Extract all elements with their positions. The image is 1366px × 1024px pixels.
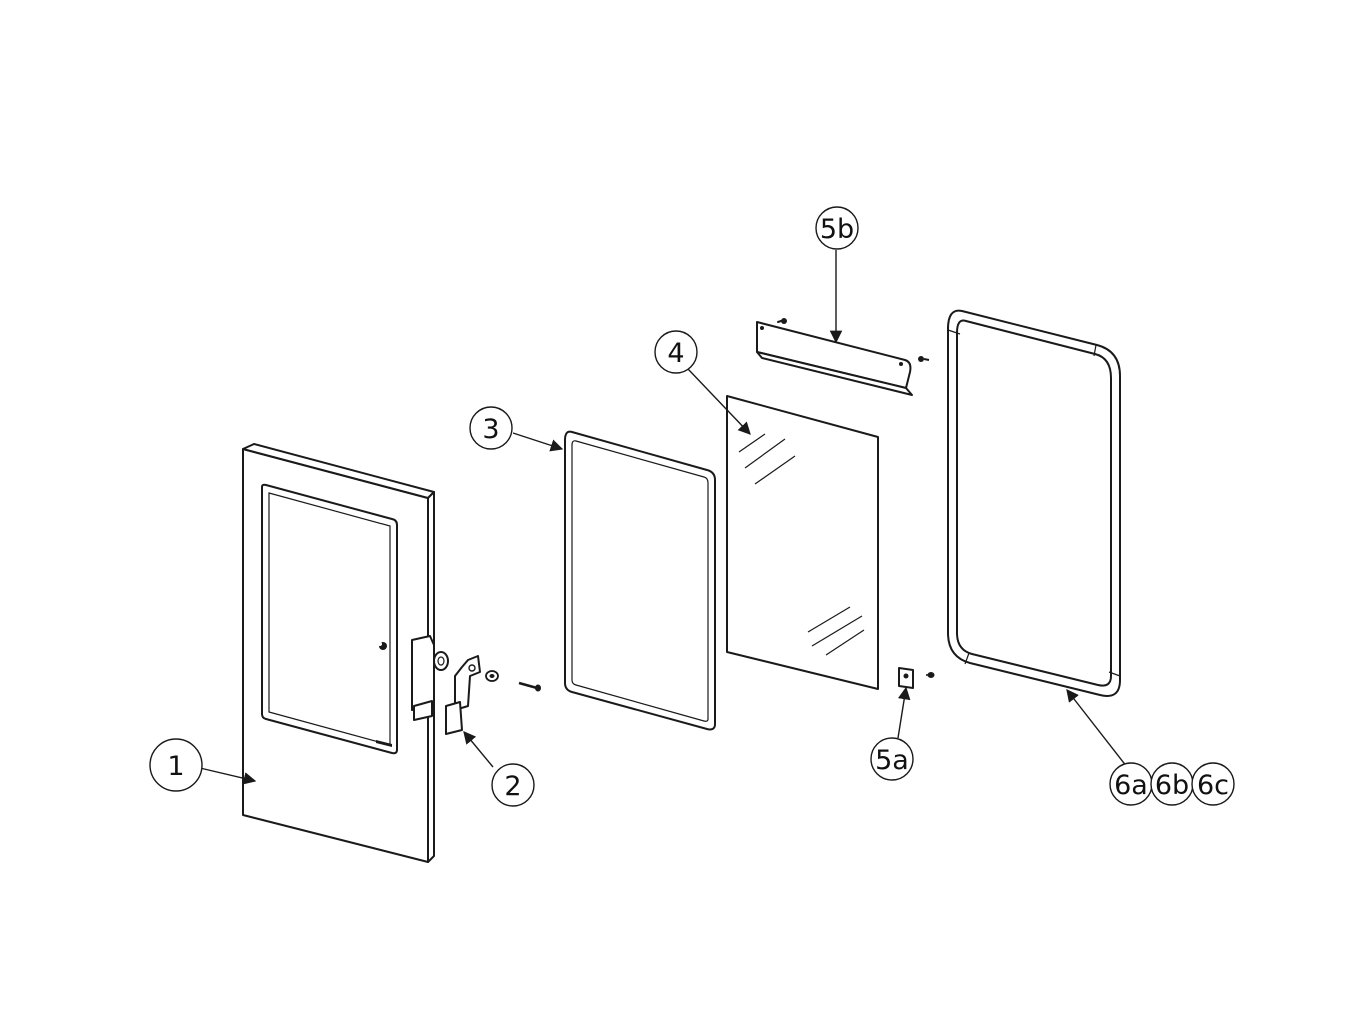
part-nut-and-bolt: [485, 670, 541, 692]
callout-4: 4: [654, 330, 698, 374]
callout-2: 2: [491, 763, 535, 807]
callout-3: 3: [469, 406, 513, 450]
part-glass-clip: [898, 667, 935, 689]
part-gasket: [564, 430, 716, 731]
leader-2: [463, 731, 494, 768]
callout-5a-label: 5a: [875, 745, 909, 776]
callout-6b-label: 6b: [1155, 770, 1189, 801]
callout-5a: 5a: [870, 737, 914, 781]
part-top-bracket: [756, 318, 930, 396]
part-outer-seal: [947, 309, 1121, 697]
part-washer: [433, 651, 449, 671]
callout-3-label: 3: [482, 414, 499, 445]
callout-2-label: 2: [504, 771, 521, 802]
leader-3: [512, 432, 564, 452]
callout-5b-label: 5b: [820, 214, 854, 245]
callout-5b: 5b: [815, 206, 859, 250]
callout-6c-label: 6c: [1197, 770, 1229, 801]
leader-6: [1066, 689, 1128, 768]
part-glass-panel: [726, 395, 879, 690]
callout-1-label: 1: [167, 751, 184, 782]
callout-6a: 6a: [1109, 762, 1153, 806]
callout-6a-label: 6a: [1114, 770, 1148, 801]
leader-lines: [199, 250, 1128, 785]
part-hinge-bracket: [445, 655, 481, 735]
callout-1: 1: [149, 738, 203, 792]
leader-1: [199, 767, 257, 785]
callout-6c: 6c: [1191, 762, 1235, 806]
leader-5a: [897, 686, 911, 739]
callout-6b: 6b: [1150, 762, 1194, 806]
callout-4-label: 4: [667, 338, 684, 369]
part-door-frame: [242, 443, 435, 863]
leader-4: [687, 368, 751, 435]
